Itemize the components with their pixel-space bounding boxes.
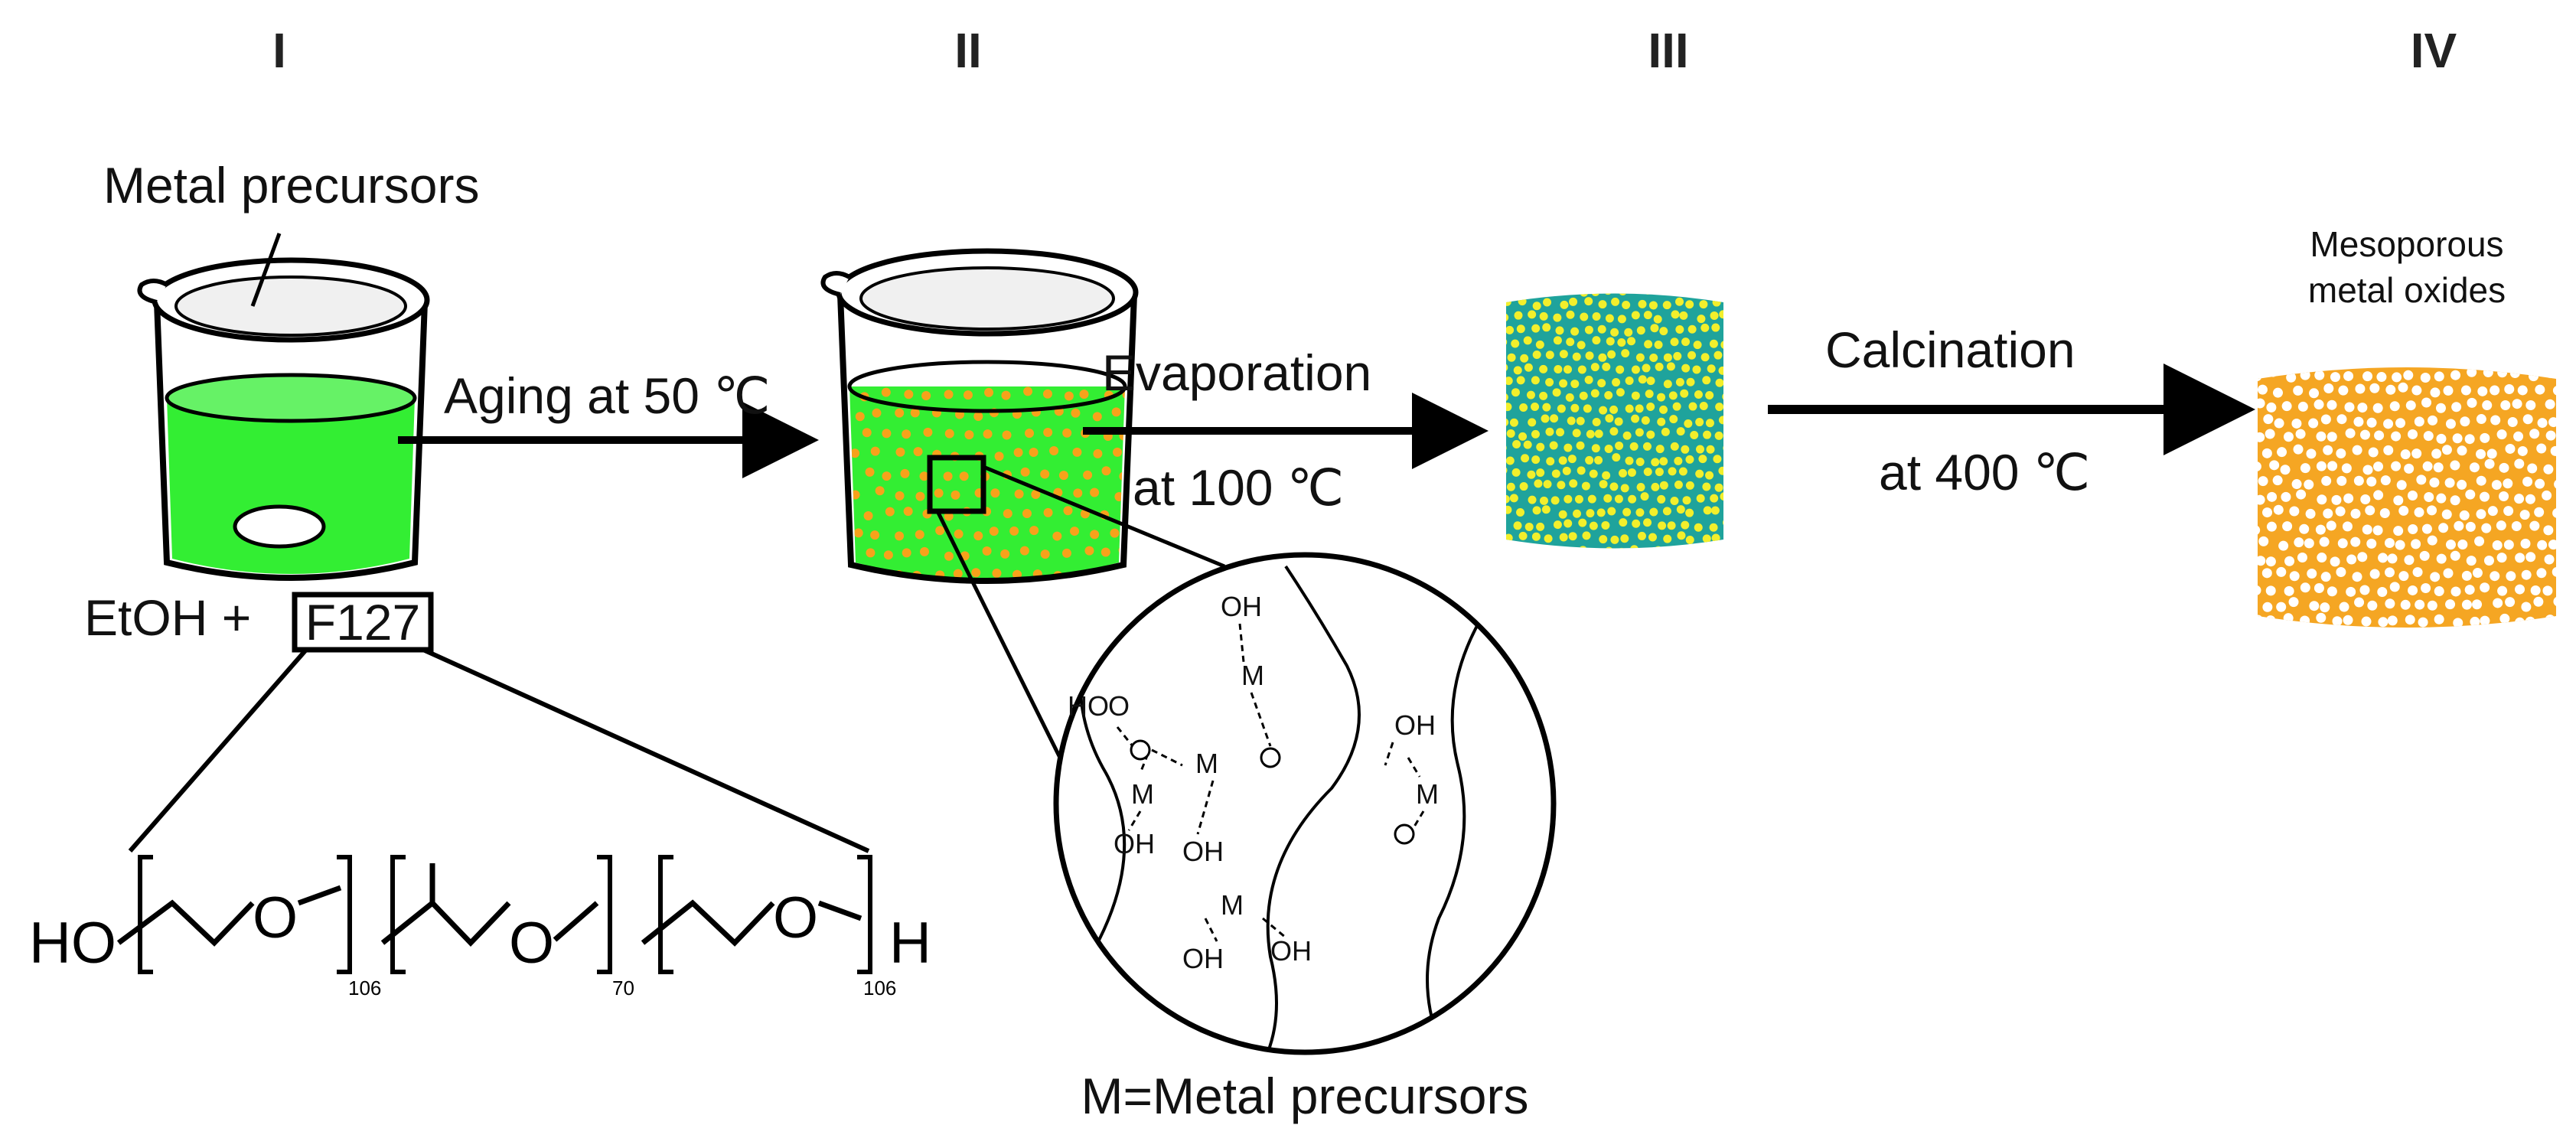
mesostructured-film: [1506, 293, 1723, 549]
f127-label: F127: [305, 594, 420, 651]
mesoporous-metal-oxide: [2258, 367, 2556, 628]
calcination-label: Calcination: [1825, 321, 2075, 378]
stage-label-i: I: [272, 23, 286, 78]
mesoporous-label-line1: Mesoporous: [2310, 224, 2503, 264]
aging-label: Aging at 50 ℃: [444, 367, 770, 424]
formula-subscript-3: 106: [863, 977, 896, 999]
evaporation-temp-label: at 100 ℃: [1133, 459, 1344, 516]
inset-oh-6: OH: [1270, 935, 1312, 967]
inset-oh-2: OH: [1182, 836, 1224, 867]
inset-zoom-line-left: [935, 510, 1066, 767]
f127-box: [292, 592, 434, 653]
inset-m-5: M: [1221, 889, 1244, 921]
stage-label-ii: II: [954, 23, 982, 78]
mesoporous-label-line2: metal oxides: [2308, 270, 2506, 310]
inset-oh-5: OH: [1182, 943, 1224, 974]
inset-m-2: M: [1195, 748, 1218, 779]
formula-o-3: O: [773, 885, 818, 951]
inset-m-4: M: [1416, 778, 1439, 810]
legend-label: M=Metal precursors: [1081, 1068, 1528, 1124]
zoom-box: [927, 455, 986, 514]
inset-ho: HO: [1068, 690, 1109, 722]
precursor-solution: [167, 398, 415, 574]
etoh-label: EtOH +: [84, 589, 251, 646]
beaker-stage-ii: [820, 248, 1139, 584]
inset-oh-1: OH: [1114, 828, 1155, 859]
stage-label-iv: IV: [2411, 23, 2457, 78]
formula-subscript-1: 106: [348, 977, 381, 999]
formula-o-1: O: [253, 885, 298, 951]
f127-structural-formula: HO O 106 O 70 O 106 H: [29, 855, 931, 999]
inset-m-3: M: [1241, 660, 1264, 691]
inset-o-1: O: [1108, 690, 1130, 722]
inset-zoom-line-right: [983, 465, 1225, 569]
stage-label-iii: III: [1648, 23, 1688, 78]
inset-m-1: M: [1131, 778, 1154, 810]
formula-ho: HO: [29, 911, 116, 976]
metal-precursors-label: Metal precursors: [103, 157, 480, 214]
metal-precursors-pointer: [250, 233, 282, 307]
formula-subscript-2: 70: [612, 977, 634, 999]
formula-o-2: O: [509, 911, 554, 976]
evaporation-label: Evaporation: [1102, 344, 1371, 401]
f127-zoom-line-left: [128, 648, 308, 853]
calcination-temp-label: at 400 ℃: [1879, 444, 2090, 501]
formula-h: H: [889, 911, 931, 976]
beaker-stage-i: [137, 257, 430, 581]
inset-oh-4: OH: [1394, 709, 1436, 741]
inset-magnified-view: HO O M OH M OH OH M OH M M OH OH: [1053, 552, 1557, 1055]
stir-bar: [233, 504, 326, 549]
f127-zoom-line-right: [422, 647, 870, 853]
inset-oh-3: OH: [1221, 591, 1262, 622]
